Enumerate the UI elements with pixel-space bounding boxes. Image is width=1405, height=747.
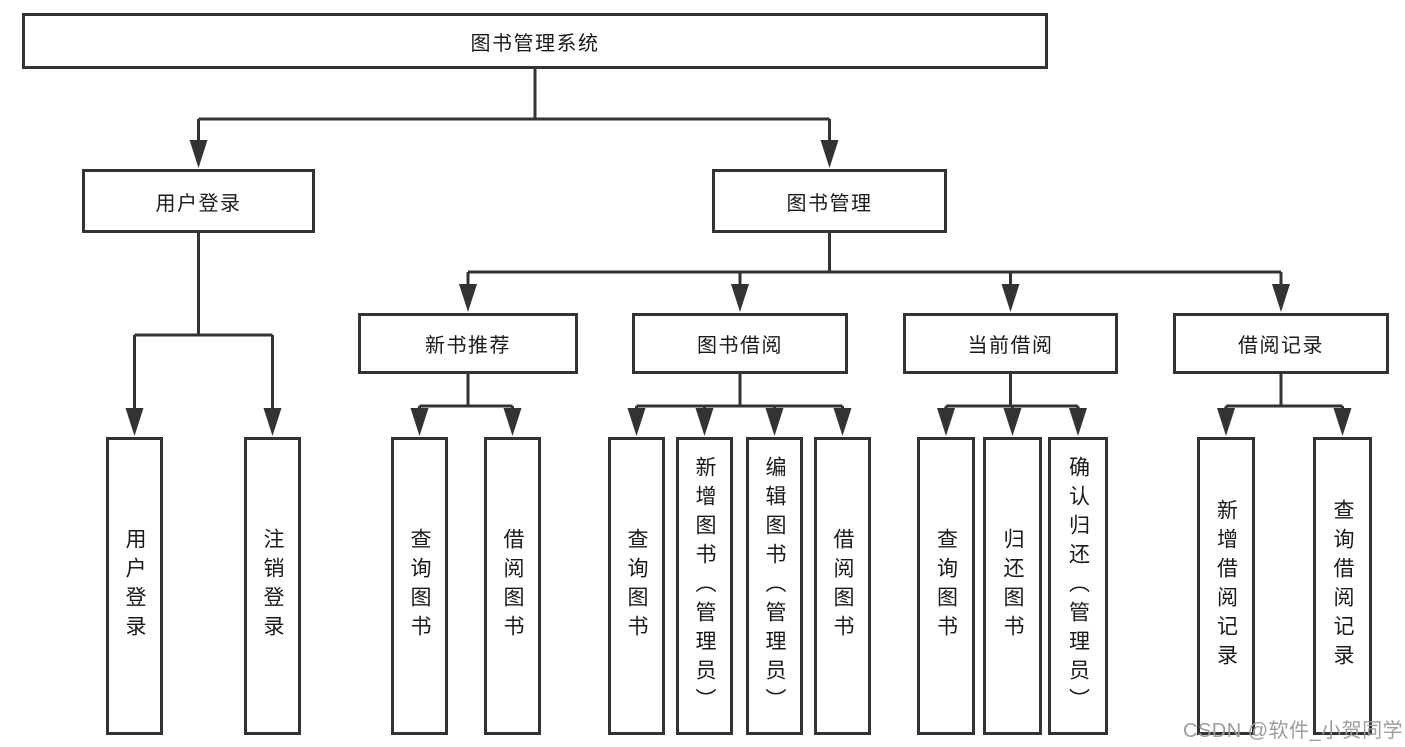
connector-user-login-to-leaves <box>125 233 282 436</box>
node-label: 借阅记录 <box>1238 335 1324 357</box>
node-label: 查询图书 <box>625 528 648 644</box>
node-label: 借阅图书 <box>831 528 854 644</box>
arrow-down-icon <box>833 408 852 436</box>
leaf-query-borrow-record: 查询借阅记录 <box>1313 437 1372 735</box>
node-label: 新增图书（管理员） <box>693 455 716 717</box>
leaf-return-books: 归还图书 <box>983 437 1042 735</box>
node-book-borrow: 图书借阅 <box>632 313 848 374</box>
connector-root-to-level2 <box>189 69 839 168</box>
leaf-borrow-books-recommend: 借阅图书 <box>484 437 541 735</box>
arrow-down-icon <box>627 408 646 436</box>
node-borrow-records: 借阅记录 <box>1173 313 1389 374</box>
connector-book-borrow-to-leaves <box>627 374 852 436</box>
node-new-book-recommend: 新书推荐 <box>358 313 578 374</box>
connector-new-book-recommend-to-leaves <box>410 374 522 436</box>
node-label: 编辑图书（管理员） <box>763 455 786 717</box>
node-label: 归还图书 <box>1001 528 1024 644</box>
leaf-add-book-admin: 新增图书（管理员） <box>676 437 733 735</box>
leaf-edit-book-admin: 编辑图书（管理员） <box>746 437 803 735</box>
arrow-down-icon <box>1001 284 1020 312</box>
arrow-down-icon <box>125 408 144 436</box>
node-label: 用户登录 <box>155 192 242 215</box>
arrow-down-icon <box>731 284 749 312</box>
leaf-confirm-return-admin: 确认归还（管理员） <box>1048 437 1108 735</box>
arrow-down-icon <box>937 408 955 436</box>
node-library-management-system: 图书管理系统 <box>22 13 1048 69</box>
leaf-query-books-borrow: 查询图书 <box>608 437 665 735</box>
arrow-down-icon <box>503 408 522 436</box>
arrow-down-icon <box>1272 284 1290 312</box>
node-label: 注销登录 <box>261 528 284 644</box>
node-current-borrow: 当前借阅 <box>903 313 1118 374</box>
arrow-down-icon <box>263 408 282 436</box>
arrow-down-icon <box>459 284 477 312</box>
arrow-down-icon <box>189 140 208 168</box>
node-label: 图书管理系统 <box>470 32 600 55</box>
connector-current-borrow-to-leaves <box>937 374 1087 436</box>
arrow-down-icon <box>410 408 429 436</box>
arrow-down-icon <box>765 408 784 436</box>
leaf-borrow-books-borrow: 借阅图书 <box>814 437 871 735</box>
csdn-watermark: CSDN @软件_小贺同学 <box>1183 720 1404 742</box>
node-label: 查询图书 <box>408 528 431 644</box>
arrow-down-icon <box>1333 408 1352 436</box>
leaf-query-books-recommend: 查询图书 <box>391 437 448 735</box>
connector-borrow-records-to-leaves <box>1217 374 1352 436</box>
node-label: 借阅图书 <box>501 528 524 644</box>
node-user-login: 用户登录 <box>82 169 315 233</box>
node-label: 新增借阅记录 <box>1214 499 1238 673</box>
leaf-logout: 注销登录 <box>244 437 301 735</box>
arrow-down-icon <box>1217 408 1235 436</box>
arrow-down-icon <box>1003 408 1022 436</box>
leaf-query-books-current: 查询图书 <box>917 437 975 735</box>
node-label: 查询借阅记录 <box>1331 499 1354 673</box>
node-label: 用户登录 <box>123 528 146 644</box>
node-label: 确认归还（管理员） <box>1066 455 1090 717</box>
node-book-management: 图书管理 <box>712 169 947 233</box>
arrow-down-icon <box>1069 408 1087 436</box>
leaf-add-borrow-record: 新增借阅记录 <box>1197 437 1255 735</box>
node-label: 图书借阅 <box>697 335 783 357</box>
arrow-down-icon <box>820 140 839 168</box>
node-label: 图书管理 <box>786 192 873 215</box>
arrow-down-icon <box>695 408 714 436</box>
leaf-user-login: 用户登录 <box>106 437 163 735</box>
node-label: 查询图书 <box>934 528 958 644</box>
connector-book-management-to-level3 <box>459 233 1290 312</box>
node-label: 新书推荐 <box>425 335 511 357</box>
node-label: 当前借阅 <box>967 335 1054 357</box>
